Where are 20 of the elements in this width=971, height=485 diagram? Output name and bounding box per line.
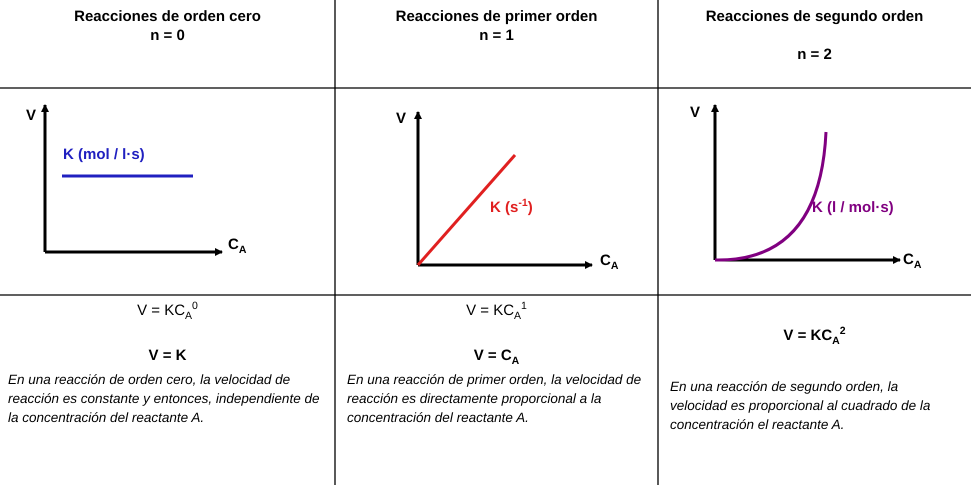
column-heading: Reacciones de primer orden: [394, 8, 598, 26]
rate-constant-label: K (s$^{-1}$): [490, 197, 533, 216]
order-label: n = 2: [796, 46, 833, 64]
description-text: En una reacción de segundo orden, la velocidad es proporcional al cuadrado de la concentración el reactante A.: [670, 378, 932, 434]
axis-label: C$_{A}$: [228, 236, 246, 256]
axis-label: V: [26, 107, 36, 124]
rate-constant-label: K (l / mol·s): [812, 199, 894, 216]
rate-equation: V = K: [148, 347, 188, 364]
description-text: En una reacción de primer orden, la velocidad de reacción es directamente proporcional a la concentración del reactante A.: [347, 371, 642, 427]
axis-label: C$_{A}$: [600, 252, 618, 272]
rate-constant-label: K (mol / l·s): [63, 146, 145, 164]
axis-label: V: [396, 110, 406, 128]
axis-label: C$_{A}$: [903, 251, 922, 272]
rate-equation: V = C$_{A}$: [472, 347, 520, 368]
column-heading: Reacciones de segundo orden: [704, 8, 924, 26]
description-text: En una reacción de orden cero, la velocidad de reacción es constante y entonces, independiente de la concentración del reactante A.: [8, 371, 320, 427]
column-heading: Reacciones de orden cero: [73, 8, 262, 26]
order-label: n = 0: [149, 27, 186, 44]
order-label: n = 1: [478, 27, 515, 44]
axis-label: V: [690, 104, 700, 122]
